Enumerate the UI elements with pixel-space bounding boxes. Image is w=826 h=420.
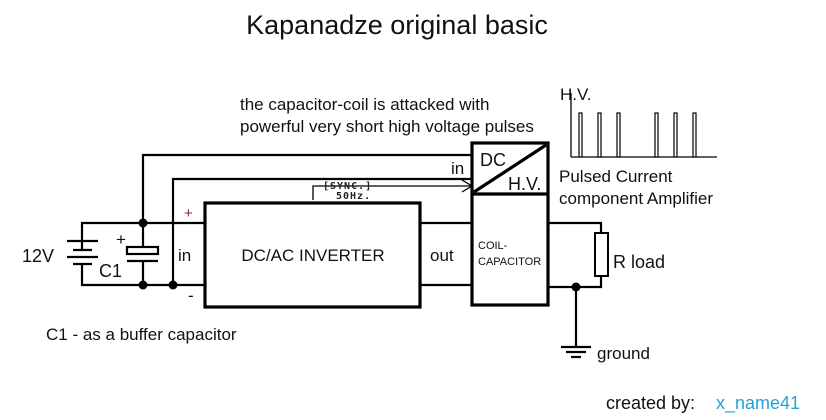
pulse-train [578,112,697,158]
pulse-graph: H.V. Pulsed Current component Amplifier [559,85,717,208]
coil-capacitor-label-1: COIL- [478,240,508,252]
pulse-spike [578,112,583,158]
annotation-line-2: powerful very short high voltage pulses [240,117,534,136]
converter-input-label: in [451,159,464,178]
wire-sync-feed [171,177,472,285]
credit-prefix: created by: [606,393,695,413]
pulse-spike [654,112,659,158]
inverter-minus-terminal: - [188,286,194,305]
wire-negative-rail [80,264,205,287]
annotation-line-1: the capacitor-coil is attacked with [240,95,489,114]
pulse-spike [692,112,697,158]
capacitor-polarity: + [116,230,126,249]
wire-load-top [548,221,603,233]
load-label: R load [613,252,665,272]
inverter-output-label: out [430,246,454,265]
battery-label: 12V [22,246,54,266]
pulse-spike [597,112,602,158]
pulse-graph-caption-2: component Amplifier [559,189,713,208]
junction-dot [168,280,178,290]
inverter-plus-terminal: + [184,205,193,222]
diagram-title: Kapanadze original basic [246,10,548,40]
dc-hv-diagonal [473,143,547,194]
inverter-label: DC/AC INVERTER [241,246,384,265]
junction-dot [138,280,148,290]
pulse-graph-caption-1: Pulsed Current [559,167,673,186]
wire-dc-feed-top [141,153,472,223]
converter-dc-label: DC [480,150,506,170]
c1-note: C1 - as a buffer capacitor [46,325,237,344]
capacitor-plate-icon [125,245,160,256]
junction-dot [138,218,148,228]
resistor-icon [594,232,609,277]
capacitor-label: C1 [99,261,122,281]
pulse-spike [673,112,678,158]
credit-author: x_name41 [716,393,800,414]
sync-label: [SYNC.] [323,181,372,192]
coil-capacitor-label-2: CAPACITOR [478,256,541,268]
sync-frequency-label: 50Hz. [336,191,371,202]
inverter-input-label: in [178,246,191,265]
battery-icon [67,239,98,266]
wire-load-bottom [548,276,603,289]
ground-icon [561,345,591,359]
wire-sync-line [312,185,472,200]
pulse-graph-y-label: H.V. [560,85,592,104]
converter-hv-label: H.V. [508,174,541,194]
ground-label: ground [597,344,650,363]
dc-ac-inverter-block [203,201,422,309]
pulse-spike [616,112,621,158]
